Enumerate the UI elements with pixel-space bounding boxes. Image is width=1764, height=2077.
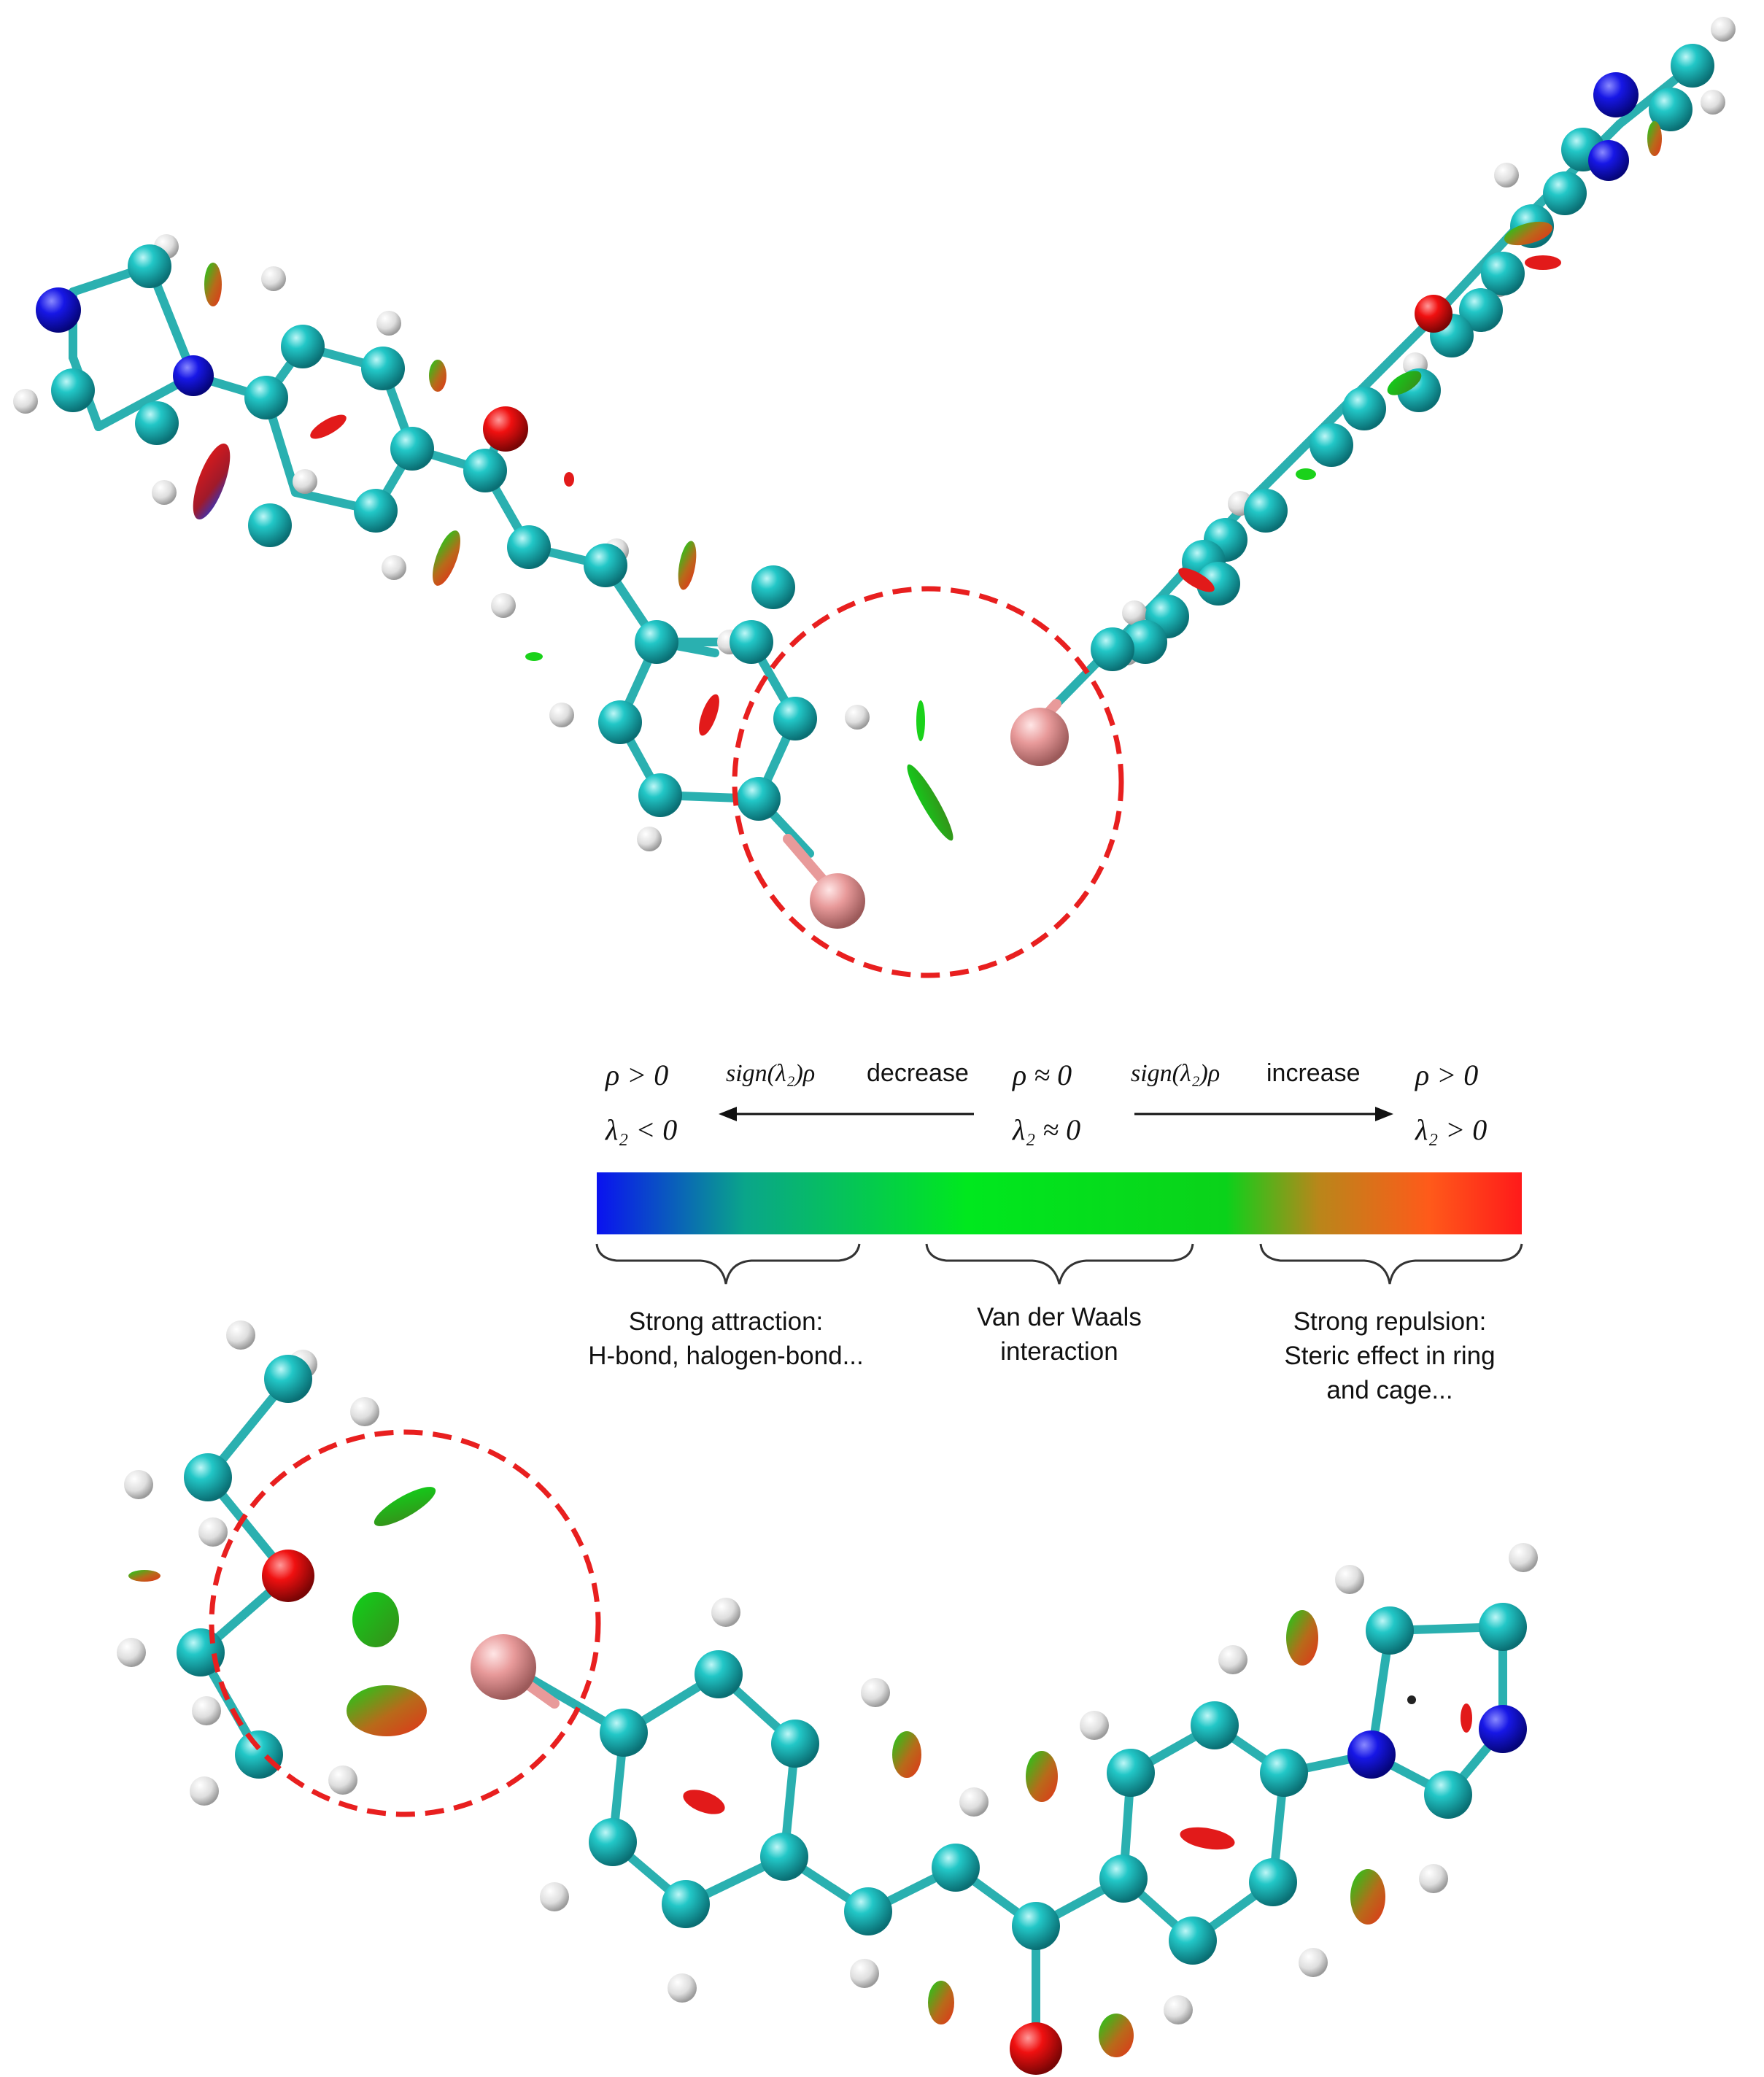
oxygen-atom bbox=[262, 1550, 314, 1602]
nitrogen-atom bbox=[173, 355, 214, 396]
nitrogen-atom bbox=[1588, 140, 1629, 181]
legend-center-lambda: λ₂ ≈ 0 bbox=[1012, 1113, 1080, 1146]
arrow-right-word: increase bbox=[1266, 1059, 1361, 1087]
arrow-left-head bbox=[719, 1107, 737, 1121]
highlight-circle-top bbox=[732, 586, 1124, 978]
caption-repulsion-line2: Steric effect in ring bbox=[1284, 1342, 1495, 1370]
brace-vdw bbox=[925, 1243, 1194, 1285]
carbon-atoms bbox=[177, 1355, 1527, 1965]
highlight-circle-bottom bbox=[209, 1429, 601, 1817]
nitrogen-atom bbox=[1593, 72, 1639, 117]
hydrogen-atoms bbox=[13, 234, 870, 851]
halogen-atom bbox=[471, 1634, 536, 1700]
brace-attraction bbox=[595, 1243, 861, 1285]
hydrogen-atoms bbox=[117, 1320, 1538, 2024]
oxygen-atom bbox=[483, 406, 528, 452]
color-scale-bar bbox=[597, 1172, 1522, 1234]
nci-isosurfaces bbox=[1178, 121, 1662, 592]
carbon-atoms bbox=[1091, 44, 1714, 671]
halogen-atom bbox=[810, 873, 865, 929]
legend-center-rho: ρ ≈ 0 bbox=[1011, 1059, 1072, 1091]
nci-isosurfaces bbox=[128, 1487, 1472, 2057]
nitrogen-atom bbox=[1479, 1705, 1527, 1753]
oxygen-atom bbox=[1415, 295, 1452, 333]
arrow-left-sign-label: sign(λ₂)ρ bbox=[726, 1060, 815, 1087]
caption-vdw-line1: Van der Waals bbox=[977, 1303, 1142, 1331]
legend-right-lambda: λ₂ > 0 bbox=[1415, 1113, 1487, 1146]
nci-color-legend: ρ > 0 λ₂ < 0 sign(λ₂)ρ decrease ρ ≈ 0 λ₂… bbox=[588, 1059, 1523, 1404]
arrow-right-head bbox=[1375, 1107, 1393, 1121]
caption-repulsion-line3: and cage... bbox=[1326, 1376, 1452, 1404]
oxygen-atom bbox=[1010, 2022, 1062, 2075]
molecule-bottom bbox=[117, 1320, 1538, 2075]
molecule-top-right bbox=[1010, 17, 1736, 766]
nitrogen-atom bbox=[36, 287, 81, 333]
brace-repulsion bbox=[1259, 1243, 1523, 1285]
legend-left-lambda: λ₂ < 0 bbox=[605, 1113, 677, 1146]
legend-left-rho: ρ > 0 bbox=[604, 1059, 668, 1091]
legend-braces bbox=[595, 1243, 1523, 1285]
carbon-atoms bbox=[51, 244, 817, 821]
arrow-right-sign-label: sign(λ₂)ρ bbox=[1131, 1060, 1220, 1087]
caption-repulsion-line1: Strong repulsion: bbox=[1293, 1307, 1487, 1336]
caption-attraction-line1: Strong attraction: bbox=[629, 1307, 824, 1336]
caption-vdw-line2: interaction bbox=[1000, 1337, 1118, 1366]
nci-isosurfaces bbox=[193, 263, 953, 841]
arrow-left-word: decrease bbox=[867, 1059, 969, 1087]
halogen-atom bbox=[1010, 708, 1069, 766]
caption-attraction-line2: H-bond, halogen-bond... bbox=[588, 1342, 864, 1370]
nitrogen-atom bbox=[1347, 1730, 1396, 1779]
molecule-top-left bbox=[13, 234, 953, 929]
legend-right-rho: ρ > 0 bbox=[1414, 1059, 1478, 1091]
